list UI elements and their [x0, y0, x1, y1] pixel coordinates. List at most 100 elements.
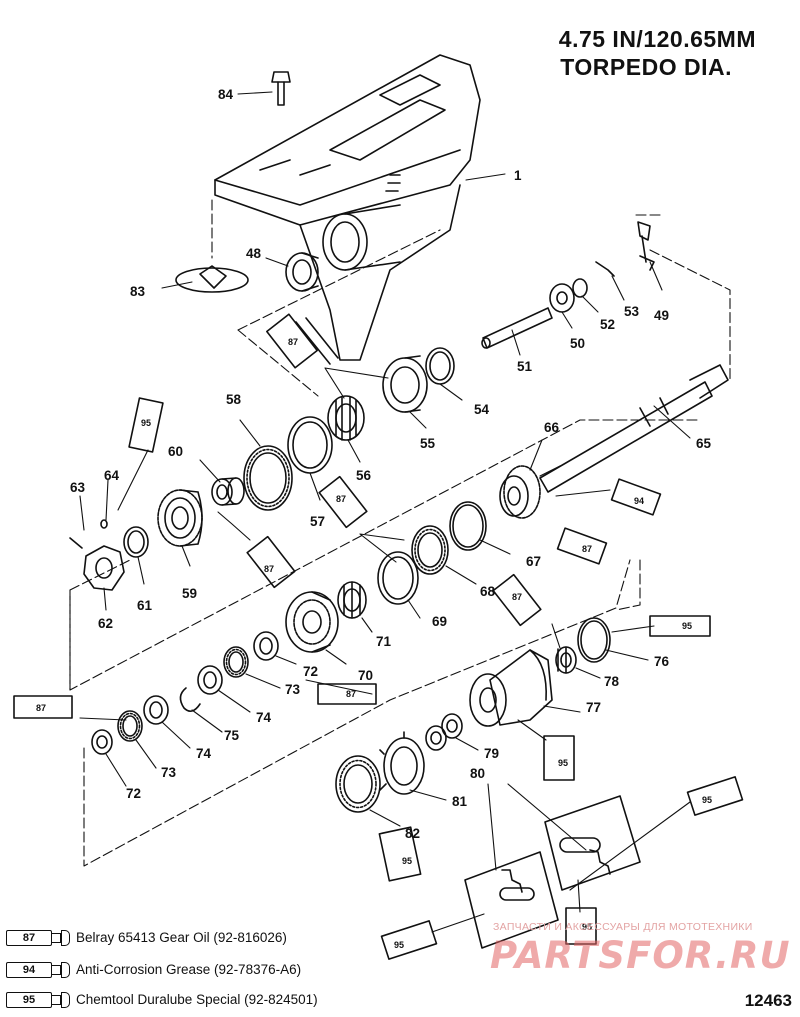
o-ring-76-drawing	[577, 617, 611, 663]
callout-57: 57	[310, 514, 325, 529]
legend-text-87: Belray 65413 Gear Oil (92-816026)	[76, 929, 287, 945]
callout-74-upper: 74	[256, 710, 272, 725]
pin-53-drawing	[595, 261, 615, 277]
bearing-60-drawing	[211, 477, 245, 506]
callout-1: 1	[514, 168, 522, 183]
part-callouts: 1 48 49 50 51 52 53 54 55 56 57 58 59 60…	[70, 87, 712, 841]
legend-code-95: 95	[6, 992, 52, 1008]
legend-code-87: 87	[6, 930, 52, 946]
bearing-78-drawing	[555, 646, 577, 674]
callout-84: 84	[218, 87, 234, 102]
tube-label-95-b: 95	[682, 621, 692, 631]
gear-housing-drawing	[214, 54, 481, 361]
thrust-bearing-58-drawing	[243, 445, 293, 511]
callout-76: 76	[654, 654, 670, 669]
retainer-nut-82-drawing	[335, 755, 381, 813]
callout-48: 48	[246, 246, 262, 261]
bushing-52-drawing	[572, 278, 588, 298]
callout-63: 63	[70, 480, 86, 495]
lube-tube-icon: 87	[6, 928, 70, 946]
callout-59: 59	[182, 586, 197, 601]
tube-label-87-c: 87	[336, 494, 346, 504]
assembly-dashed-outlines	[69, 199, 731, 867]
callout-72-lower: 72	[126, 786, 141, 801]
callout-82: 82	[405, 826, 420, 841]
callout-73-lower: 73	[161, 765, 177, 780]
gear-59-drawing	[157, 489, 203, 547]
callout-80: 80	[470, 766, 485, 781]
lube-tube-icon: 95	[6, 990, 70, 1008]
lube-tube-shapes	[13, 313, 744, 960]
callout-78: 78	[604, 674, 620, 689]
callout-53: 53	[624, 304, 640, 319]
callout-66: 66	[544, 420, 560, 435]
pin-63-drawing	[69, 537, 83, 549]
callout-68: 68	[480, 584, 496, 599]
callout-64: 64	[104, 468, 120, 483]
tube-label-87-f: 87	[346, 689, 356, 699]
tube-label-95-g: 95	[582, 922, 592, 932]
ring-54-drawing	[425, 347, 455, 385]
retaining-ring-75-drawing	[179, 687, 201, 712]
lube-tube-labels: 87 95 87 87 87 94 87 95 87 87 95 95 95 9…	[36, 337, 712, 950]
washer-72-lower-drawing	[91, 729, 113, 755]
gear-66-drawing	[499, 465, 541, 519]
tube-label-87-e: 87	[512, 592, 522, 602]
callout-55: 55	[420, 436, 436, 451]
race-74-lower-drawing	[143, 695, 169, 725]
tube-label-95-e: 95	[702, 795, 712, 805]
seal-48-drawing	[285, 252, 319, 292]
diagram-title-line2: TORPEDO DIA.	[560, 54, 732, 80]
callout-70: 70	[358, 668, 373, 683]
callout-74-lower: 74	[196, 746, 212, 761]
bearing-56-drawing	[327, 395, 365, 441]
callout-69: 69	[432, 614, 447, 629]
callout-81: 81	[452, 794, 468, 809]
tube-label-87-d: 87	[582, 544, 592, 554]
thrust-bearing-73-upper-drawing	[223, 646, 249, 678]
callout-71: 71	[376, 634, 392, 649]
callout-61: 61	[137, 598, 153, 613]
shift-shaft-51-drawing	[481, 307, 553, 349]
callout-72-upper: 72	[303, 664, 318, 679]
washer-72-upper-drawing	[253, 631, 279, 661]
callout-58: 58	[226, 392, 242, 407]
bearing-71-drawing	[337, 581, 367, 619]
leader-lines	[79, 91, 691, 933]
callout-79: 79	[484, 746, 499, 761]
lube-tube-icon: 94	[6, 960, 70, 978]
tube-label-87-a: 87	[288, 337, 298, 347]
tube-label-95-c: 95	[558, 758, 568, 768]
callout-83: 83	[130, 284, 146, 299]
legend-row-95: 95 Chemtool Duralube Special (92-824501)	[6, 988, 318, 1010]
tab-washer-81-drawing	[379, 731, 425, 795]
legend-row-94: 94 Anti-Corrosion Grease (92-78376-A6)	[6, 958, 301, 980]
anode-83-drawing	[175, 265, 249, 293]
callout-77: 77	[586, 700, 601, 715]
bearing-carrier-77-drawing	[469, 649, 553, 727]
callout-56: 56	[356, 468, 372, 483]
tube-label-94-a: 94	[634, 496, 644, 506]
detent-64-drawing	[100, 519, 108, 529]
legend-text-95: Chemtool Duralube Special (92-824501)	[76, 991, 318, 1007]
callout-62: 62	[98, 616, 113, 631]
legend-code-94: 94	[6, 962, 52, 978]
callout-60: 60	[168, 444, 183, 459]
watermark-tagline: ЗАПЧАСТИ И АКСЕССУАРЫ ДЛЯ МОТОТЕХНИКИ	[493, 921, 753, 933]
callout-50: 50	[570, 336, 585, 351]
seal-79-drawing	[425, 713, 463, 751]
ring-67-drawing	[449, 501, 487, 551]
callout-52: 52	[600, 317, 615, 332]
gear-70-drawing	[285, 591, 339, 653]
clip-49-drawing	[637, 221, 655, 271]
bolt-84-drawing	[271, 71, 291, 106]
callout-65: 65	[696, 436, 712, 451]
callout-67: 67	[526, 554, 541, 569]
legend-text-94: Anti-Corrosion Grease (92-78376-A6)	[76, 961, 302, 977]
callout-49: 49	[654, 308, 669, 323]
callout-54: 54	[474, 402, 490, 417]
legend-row-87: 87 Belray 65413 Gear Oil (92-816026)	[6, 926, 287, 948]
race-74-upper-drawing	[197, 665, 223, 695]
diagram-title-line1: 4.75 IN/120.65MM	[558, 26, 756, 52]
